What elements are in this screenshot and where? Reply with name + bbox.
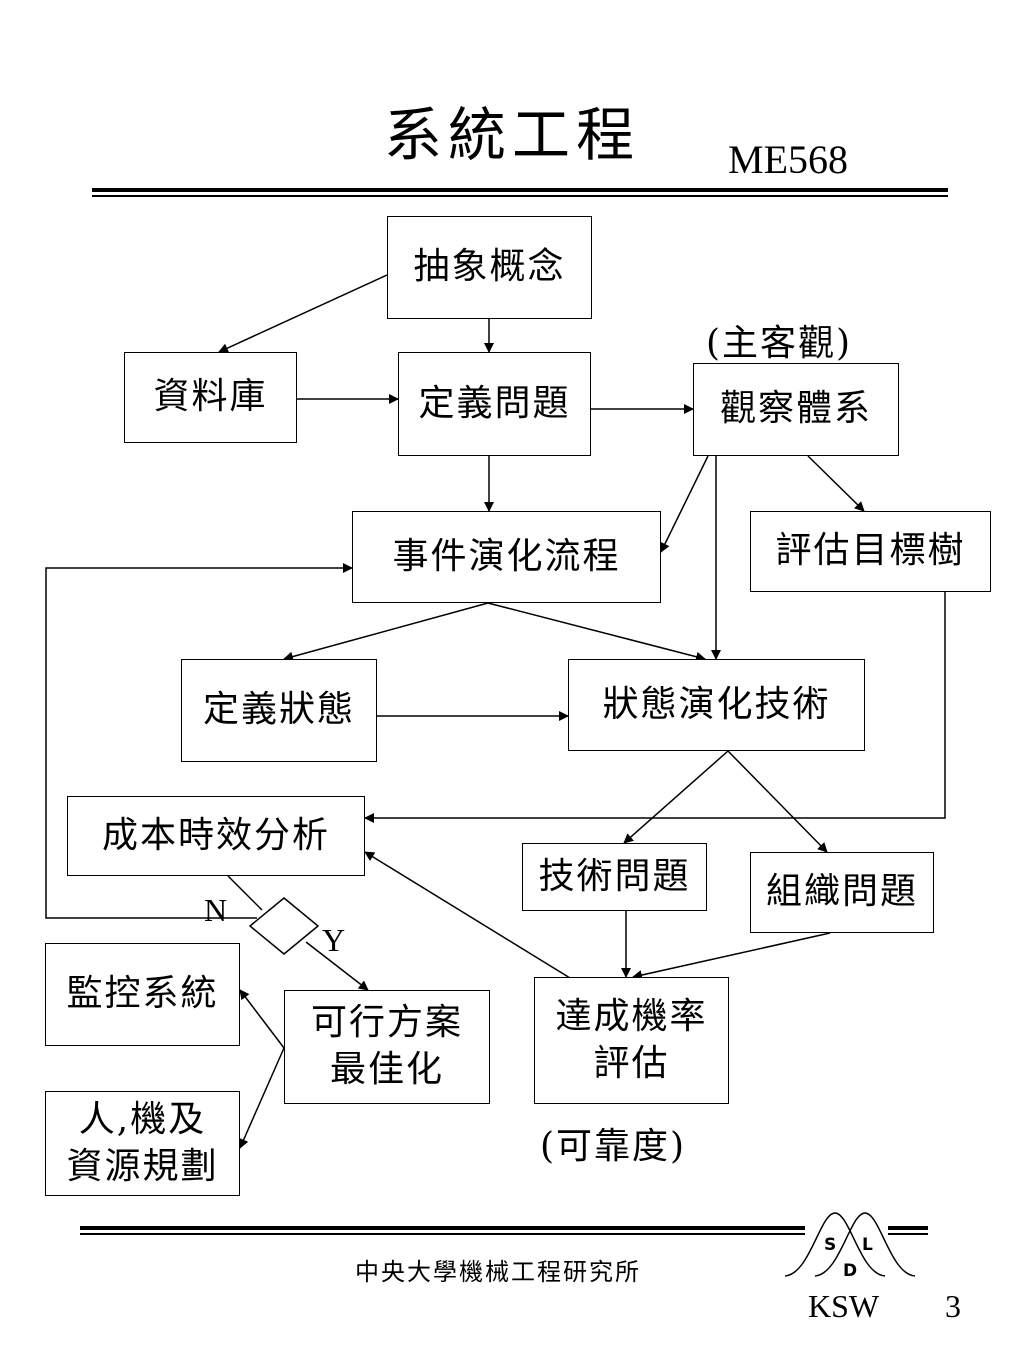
arrow-state-tech-to-org-problem <box>727 750 828 853</box>
slide-title: 系統工程 <box>383 101 640 169</box>
box-resource-planning: 人,機及 資源規劃 <box>45 1091 240 1196</box>
footer-divider-thin <box>80 1233 805 1235</box>
footer-logo-bar-thin <box>888 1233 928 1235</box>
box-org-problem: 組織問題 <box>750 852 934 933</box>
logo-curve-left <box>784 1212 886 1277</box>
footer-institute: 中央大學機械工程研究所 <box>355 1258 641 1286</box>
arrow-observation-to-event <box>660 455 709 553</box>
arrow-state-tech-to-tech-problem <box>623 750 729 844</box>
logo-letter-l: L <box>862 1235 873 1255</box>
box-cost-time-analysis: 成本時效分析 <box>67 796 365 876</box>
arrow-event-to-state-tech <box>487 602 706 662</box>
course-code: ME568 <box>728 137 848 182</box>
arrow-optimize-to-resource <box>239 1047 285 1149</box>
box-define-state: 定義狀態 <box>181 659 377 762</box>
box-event-evolution: 事件演化流程 <box>352 511 661 603</box>
arrow-concept-to-database <box>218 274 388 353</box>
box-monitoring-system: 監控系統 <box>45 943 240 1046</box>
box-observation-system: 觀察體系 <box>693 363 899 456</box>
box-define-problem: 定義問題 <box>398 352 591 456</box>
label-yes: Y <box>322 922 346 958</box>
box-evaluation-tree: 評估目標樹 <box>750 511 991 592</box>
arrow-org-problem-to-success <box>632 932 831 980</box>
logo-curve-right <box>814 1212 916 1277</box>
box-database: 資料庫 <box>124 352 297 443</box>
arrow-optimize-to-monitor <box>239 989 285 1049</box>
box-feasible-optimization: 可行方案 最佳化 <box>284 990 490 1104</box>
box-state-evolution-tech: 狀態演化技術 <box>568 659 865 751</box>
footer-logo-bar <box>888 1226 928 1230</box>
decision-diamond <box>248 897 320 955</box>
label-subjective-objective: (主客觀) <box>706 323 853 364</box>
sdl-logo: S L D <box>784 1212 916 1281</box>
arrow-cost-to-decision <box>227 875 263 911</box>
page-number: 3 <box>945 1288 961 1324</box>
logo-letter-s: S <box>824 1235 836 1255</box>
arrow-success-to-cost <box>364 851 571 979</box>
box-tech-problem: 技術問題 <box>522 843 707 911</box>
arrow-observation-to-eval-tree <box>807 455 865 512</box>
arrow-event-to-define-state <box>283 602 489 662</box>
box-abstract-concept: 抽象概念 <box>387 216 592 319</box>
arrow-decision-yes-to-optimize <box>305 941 369 991</box>
title-divider <box>92 188 948 192</box>
footer-author: KSW <box>808 1288 880 1324</box>
logo-letter-d: D <box>843 1261 857 1281</box>
label-reliability: (可靠度) <box>540 1126 687 1167</box>
box-success-probability: 達成機率 評估 <box>534 977 729 1104</box>
arrow-decision-no-loop <box>45 563 353 919</box>
label-no: N <box>204 892 228 928</box>
arrow-eval-tree-to-cost <box>364 592 946 823</box>
footer-divider <box>80 1226 805 1230</box>
title-divider-thin <box>92 195 948 197</box>
